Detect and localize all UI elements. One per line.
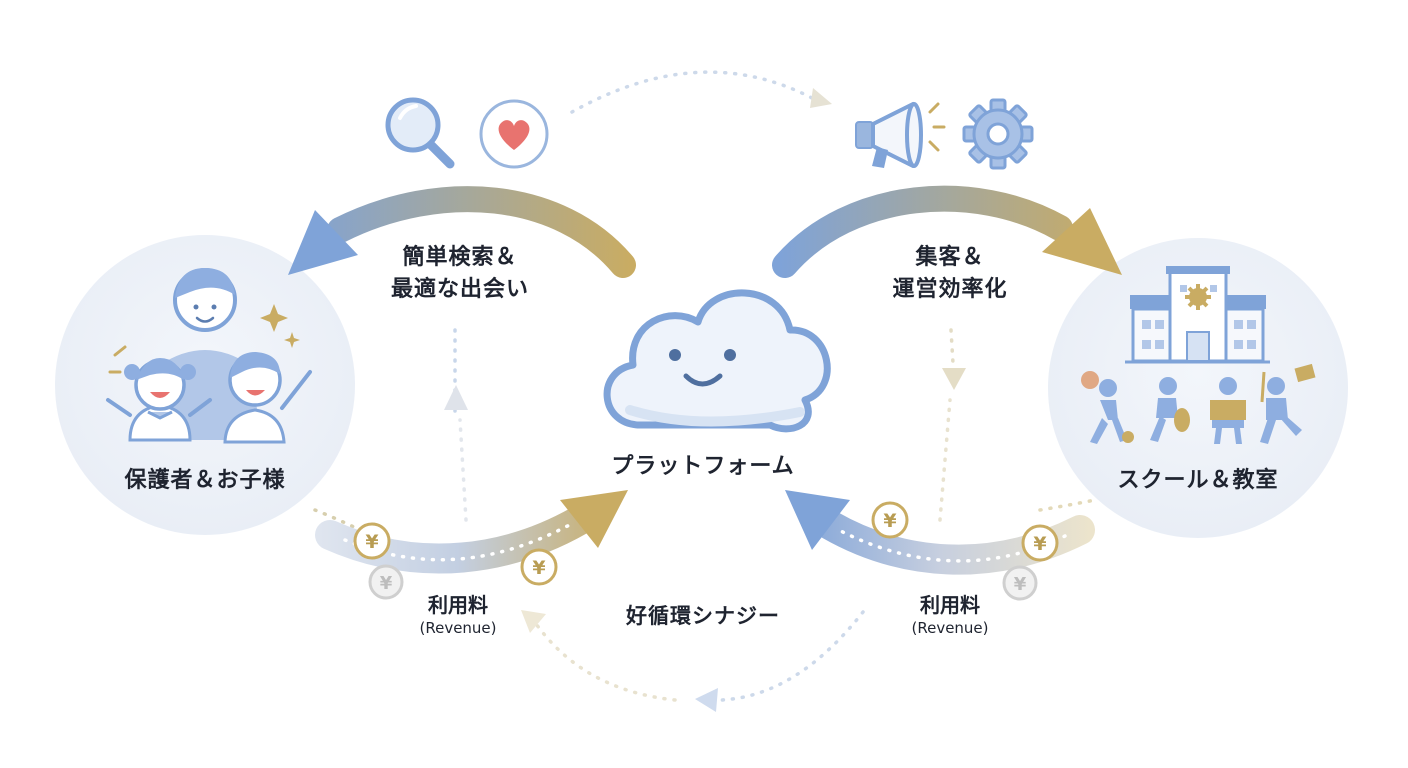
svg-text:¥: ¥ [365, 531, 378, 553]
flow-label-to-parents-line2: 最適な出会い [390, 277, 529, 302]
flow-label-to-schools: 集客＆ 運営効率化 [850, 242, 1050, 306]
flow-label-to-parents-line1: 簡単検索＆ [402, 245, 518, 270]
arrow-platform-to-schools [772, 185, 1073, 278]
arrow-head-fee-right [785, 490, 850, 550]
arrow-platform-to-parents [327, 186, 636, 278]
yen-coin-icon: ¥ [520, 548, 558, 586]
flow-label-to-parents: 簡単検索＆ 最適な出会い [360, 242, 560, 306]
arrow-head-to-schools [1042, 208, 1122, 275]
cycle-label: 好循環シナジー [626, 604, 780, 628]
family-icon [106, 268, 312, 444]
fee-label-right-sub: (Revenue) [911, 619, 989, 637]
yen-coin-icon: ¥ [368, 564, 404, 600]
yen-coin-icon: ¥ [353, 522, 391, 560]
svg-text:¥: ¥ [883, 510, 896, 532]
node-label-platform: プラットフォーム [611, 454, 795, 479]
svg-text:¥: ¥ [1033, 533, 1046, 555]
heart-icon [479, 99, 549, 169]
fee-label-right: 利用料 (Revenue) [880, 592, 1020, 638]
school-building-icon [1125, 266, 1270, 364]
dotted-arrowheads [444, 88, 966, 712]
search-icon [385, 97, 455, 169]
fee-label-left: 利用料 (Revenue) [388, 592, 528, 638]
gear-icon [962, 98, 1034, 170]
fee-label-left-sub: (Revenue) [419, 619, 497, 637]
flow-label-to-schools-line1: 集客＆ [915, 245, 985, 270]
megaphone-icon [855, 102, 946, 168]
cloud-icon [603, 289, 831, 433]
schools-circle [1048, 238, 1348, 538]
yen-coin-icon: ¥ [871, 501, 909, 539]
svg-text:¥: ¥ [532, 557, 545, 579]
svg-text:¥: ¥ [1014, 574, 1027, 595]
yen-coin-icon: ¥ [1002, 565, 1038, 601]
fee-label-left-main: 利用料 [428, 593, 488, 617]
arrow-head-fee-left [560, 490, 628, 548]
node-label-parents: 保護者＆お子様 [124, 468, 286, 493]
svg-text:¥: ¥ [380, 573, 393, 594]
flow-label-to-schools-line2: 運営効率化 [892, 277, 1008, 302]
kids-activities-icon [1081, 363, 1316, 444]
dotted-cycle-paths [313, 70, 1097, 702]
fee-label-right-main: 利用料 [920, 593, 980, 617]
node-label-schools: スクール＆教室 [1117, 468, 1279, 493]
arrow-head-to-parents [288, 210, 358, 275]
yen-coin-icon: ¥ [1021, 524, 1059, 562]
